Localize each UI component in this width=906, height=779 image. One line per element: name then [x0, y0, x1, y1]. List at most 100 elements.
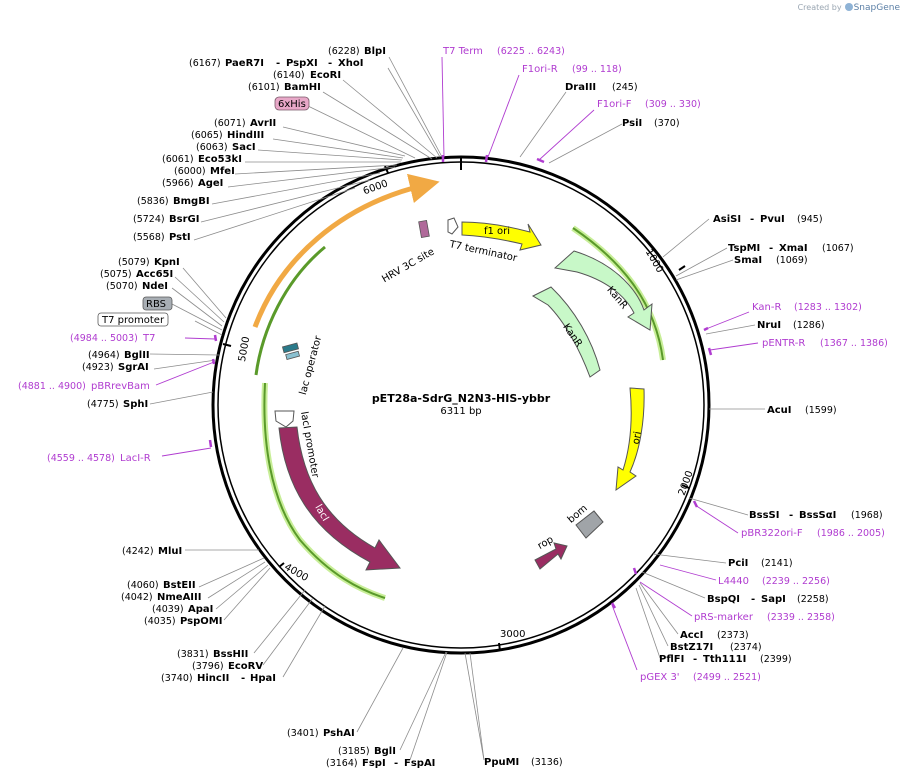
site-pos-bmgbi: (5836) [137, 196, 169, 207]
site-pflfi[interactable]: PflFI [659, 654, 684, 665]
site-psii[interactable]: PsiI [622, 118, 642, 129]
site-dash-hpai: - [241, 673, 245, 684]
site-sgrai[interactable]: SgrAI [118, 362, 149, 373]
primer-f1ori-f[interactable]: F1ori-F [597, 99, 632, 110]
site-ecori[interactable]: EcoRI [310, 70, 341, 81]
site-bsshii[interactable]: BssHII [213, 649, 248, 660]
feature-box-rbs[interactable] [142, 296, 173, 311]
features: f1 ori KanR KanR ori bom rop lacI lacI p… [252, 173, 666, 601]
site-hpai[interactable]: HpaI [250, 673, 276, 684]
site-pos-psii: (370) [654, 118, 680, 129]
site-acci[interactable]: AccI [680, 630, 703, 641]
site-hindiii[interactable]: HindIII [227, 130, 264, 141]
site-mfei[interactable]: MfeI [210, 166, 235, 177]
feature-box-6xhis[interactable] [274, 96, 310, 111]
site-bsrgi[interactable]: BsrGI [169, 214, 199, 225]
scale-ticks [222, 157, 690, 652]
primer-t7-term[interactable]: T7 Term [442, 46, 483, 57]
primer-pbr322ori-f[interactable]: pBR322ori-F [741, 528, 803, 539]
site-xmai[interactable]: XmaI [779, 243, 808, 254]
site-apai[interactable]: ApaI [188, 604, 213, 615]
site-bgli[interactable]: BglI [374, 746, 396, 757]
site-bamhi[interactable]: BamHI [284, 82, 321, 93]
site-tspmi[interactable]: TspMI [728, 243, 760, 254]
hrv-feature [418, 219, 430, 239]
site-bsssi[interactable]: BssSI [749, 510, 779, 521]
site-avrii[interactable]: AvrII [250, 118, 276, 129]
site-smai[interactable]: SmaI [734, 255, 762, 266]
primer-pos-f1ori-r: (99 .. 118) [572, 64, 622, 75]
primer-pos-t7-term: (6225 .. 6243) [497, 46, 565, 57]
site-fspi[interactable]: FspI [362, 758, 386, 769]
site-pspomi[interactable]: PspOMI [180, 616, 222, 627]
site-pos-fspi: (3164) [326, 758, 358, 769]
primer-l4440[interactable]: L4440 [718, 576, 749, 587]
primer-f1ori-r[interactable]: F1ori-R [522, 64, 558, 75]
site-psti[interactable]: PstI [169, 232, 191, 243]
site-pos-saci: (6063) [196, 142, 228, 153]
site-fspai[interactable]: FspAI [404, 758, 435, 769]
site-tth111i[interactable]: Tth111I [703, 654, 746, 665]
site-mlui[interactable]: MluI [158, 546, 182, 557]
site-bmgbi[interactable]: BmgBI [173, 196, 210, 207]
site-bstz17i[interactable]: BstZ17I [670, 642, 713, 653]
site-xhoi[interactable]: XhoI [338, 58, 363, 69]
site-pos-hincii: (3740) [161, 673, 193, 684]
site-bsssai[interactable]: BssSαI [799, 510, 836, 521]
primer-pentr-r[interactable]: pENTR-R [762, 338, 805, 349]
site-nmeaiii[interactable]: NmeAIII [157, 592, 201, 603]
site-asisi[interactable]: AsiSI [713, 214, 741, 225]
plasmid-size: 6311 bp [440, 406, 481, 417]
site-pos-nmeaiii: (4042) [121, 592, 153, 603]
green-arc-right [572, 227, 664, 361]
primer-kan-r[interactable]: Kan-R [752, 302, 781, 313]
site-paer7i[interactable]: PaeR7I [225, 58, 264, 69]
primer-pgex-3[interactable]: pGEX 3' [640, 672, 680, 683]
site-bsteii[interactable]: BstEII [163, 580, 196, 591]
lac-operator-label: lac operator [298, 334, 325, 396]
site-dash-xhoi: - [328, 58, 332, 69]
site-blpi[interactable]: BlpI [364, 46, 386, 57]
site-pos-agei: (5966) [162, 178, 194, 189]
primer-pbrrevbam[interactable]: pBRrevBam [91, 381, 150, 392]
site-pos-bsssi: (1968) [851, 510, 883, 521]
site-kpni[interactable]: KpnI [154, 257, 180, 268]
site-pvui[interactable]: PvuI [760, 214, 785, 225]
primer-t7[interactable]: T7 [142, 333, 155, 344]
site-sapi[interactable]: SapI [761, 594, 786, 605]
site-dash-tth111i: - [693, 654, 697, 665]
primer-pos-t7: (4984 .. 5003) [70, 333, 138, 344]
site-bspqi[interactable]: BspQI [707, 594, 740, 605]
primer-prs-marker[interactable]: pRS-marker [694, 612, 754, 623]
site-nrui[interactable]: NruI [757, 320, 781, 331]
primer-laci-r[interactable]: LacI-R [120, 453, 151, 464]
site-pos-nrui: (1286) [793, 320, 825, 331]
site-hincii[interactable]: HincII [197, 673, 229, 684]
site-ecorv[interactable]: EcoRV [228, 661, 263, 672]
site-pspxi[interactable]: PspXI [286, 58, 318, 69]
primer-pos-prs-marker: (2339 .. 2358) [767, 612, 835, 623]
kanr-inner-feature [531, 286, 601, 378]
site-sphi[interactable]: SphI [123, 399, 148, 410]
primer-pos-l4440: (2239 .. 2256) [762, 576, 830, 587]
feature-box-t7-promoter[interactable] [97, 312, 169, 327]
ori-label: ori [631, 431, 644, 446]
site-acui[interactable]: AcuI [767, 405, 792, 416]
site-draiii[interactable]: DraIII [565, 82, 596, 93]
site-pcii[interactable]: PciI [728, 558, 748, 569]
site-agei[interactable]: AgeI [198, 178, 223, 189]
site-ndei[interactable]: NdeI [142, 281, 168, 292]
tick-4000 [278, 562, 285, 568]
site-pshai[interactable]: PshAI [323, 728, 355, 739]
site-pos-bglii: (4964) [88, 350, 120, 361]
site-saci[interactable]: SacI [232, 142, 256, 153]
site-eco53ki[interactable]: Eco53kI [198, 154, 242, 165]
primer-pos-pgex-3: (2499 .. 2521) [693, 672, 761, 683]
tick-label-5000: 5000 [237, 336, 252, 363]
site-acc65i[interactable]: Acc65I [136, 269, 173, 280]
site-bglii[interactable]: BglII [124, 350, 150, 361]
site-pos-bgli: (3185) [338, 746, 370, 757]
site-ppumi[interactable]: PpuMI [484, 757, 519, 768]
